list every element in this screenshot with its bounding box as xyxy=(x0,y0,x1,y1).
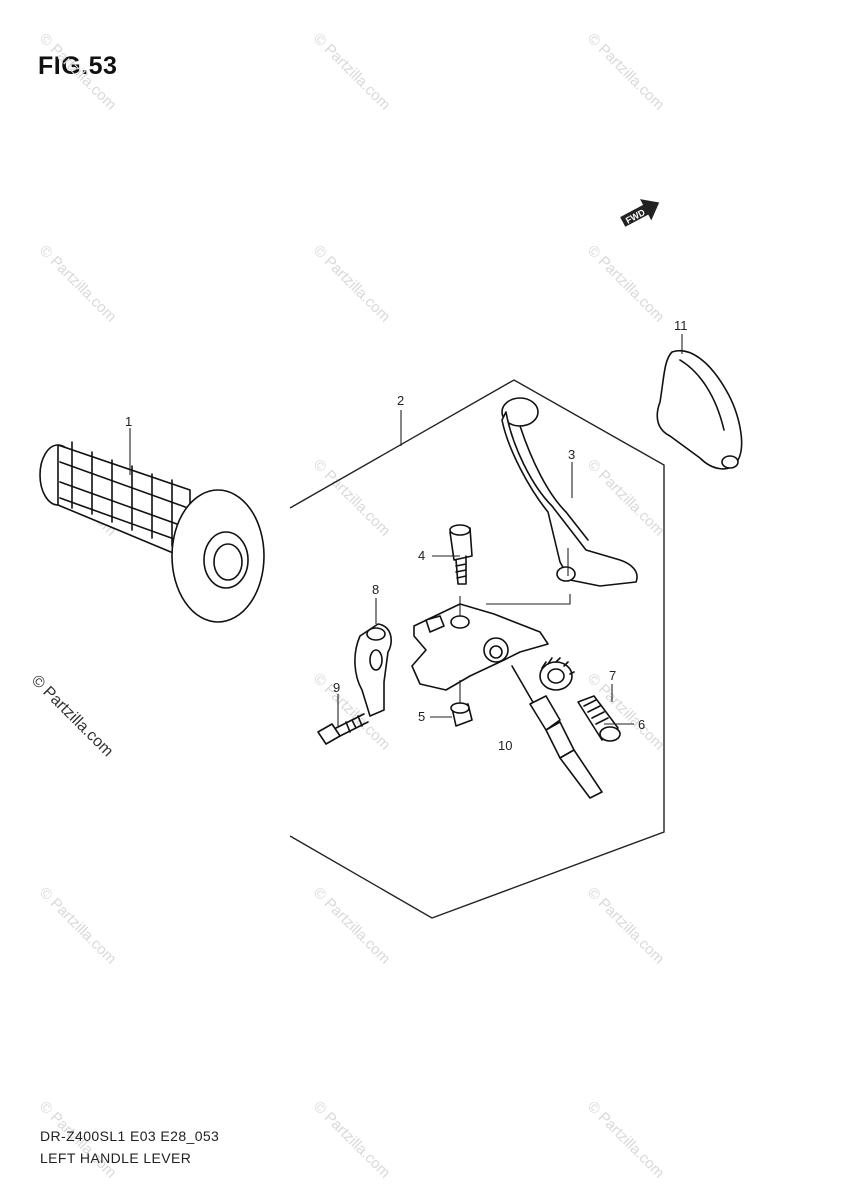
callout-5: 5 xyxy=(418,709,425,724)
clamp-bolt-part xyxy=(317,713,369,745)
grip-part xyxy=(39,441,265,623)
holder-clamp-part xyxy=(354,623,392,717)
leader-line xyxy=(486,594,571,605)
figure-title: FIG.53 xyxy=(38,52,118,80)
pivot-nut-part xyxy=(450,702,473,727)
callout-2: 2 xyxy=(397,393,404,408)
clutch-cable-part xyxy=(511,665,603,799)
fwd-arrow-icon: FWD xyxy=(620,199,660,227)
callout-9: 9 xyxy=(333,680,340,695)
pivot-bolt-part xyxy=(449,524,473,585)
figure-name: LEFT HANDLE LEVER xyxy=(40,1150,192,1166)
callout-10: 10 xyxy=(498,738,512,753)
callout-4: 4 xyxy=(418,548,425,563)
callout-3: 3 xyxy=(568,447,575,462)
callout-11: 11 xyxy=(674,318,688,333)
cable-adjuster-part xyxy=(577,695,621,742)
callout-1: 1 xyxy=(125,414,132,429)
adjuster-wheel-part xyxy=(539,657,575,691)
lever-cover-part xyxy=(656,350,743,470)
callout-6: 6 xyxy=(638,717,645,732)
callout-7: 7 xyxy=(609,668,616,683)
callout-8: 8 xyxy=(372,582,379,597)
lever-bracket-part xyxy=(411,603,549,691)
assembly-frame xyxy=(289,379,665,919)
clutch-lever-part xyxy=(501,397,638,587)
model-code: DR-Z400SL1 E03 E28_053 xyxy=(40,1128,220,1144)
